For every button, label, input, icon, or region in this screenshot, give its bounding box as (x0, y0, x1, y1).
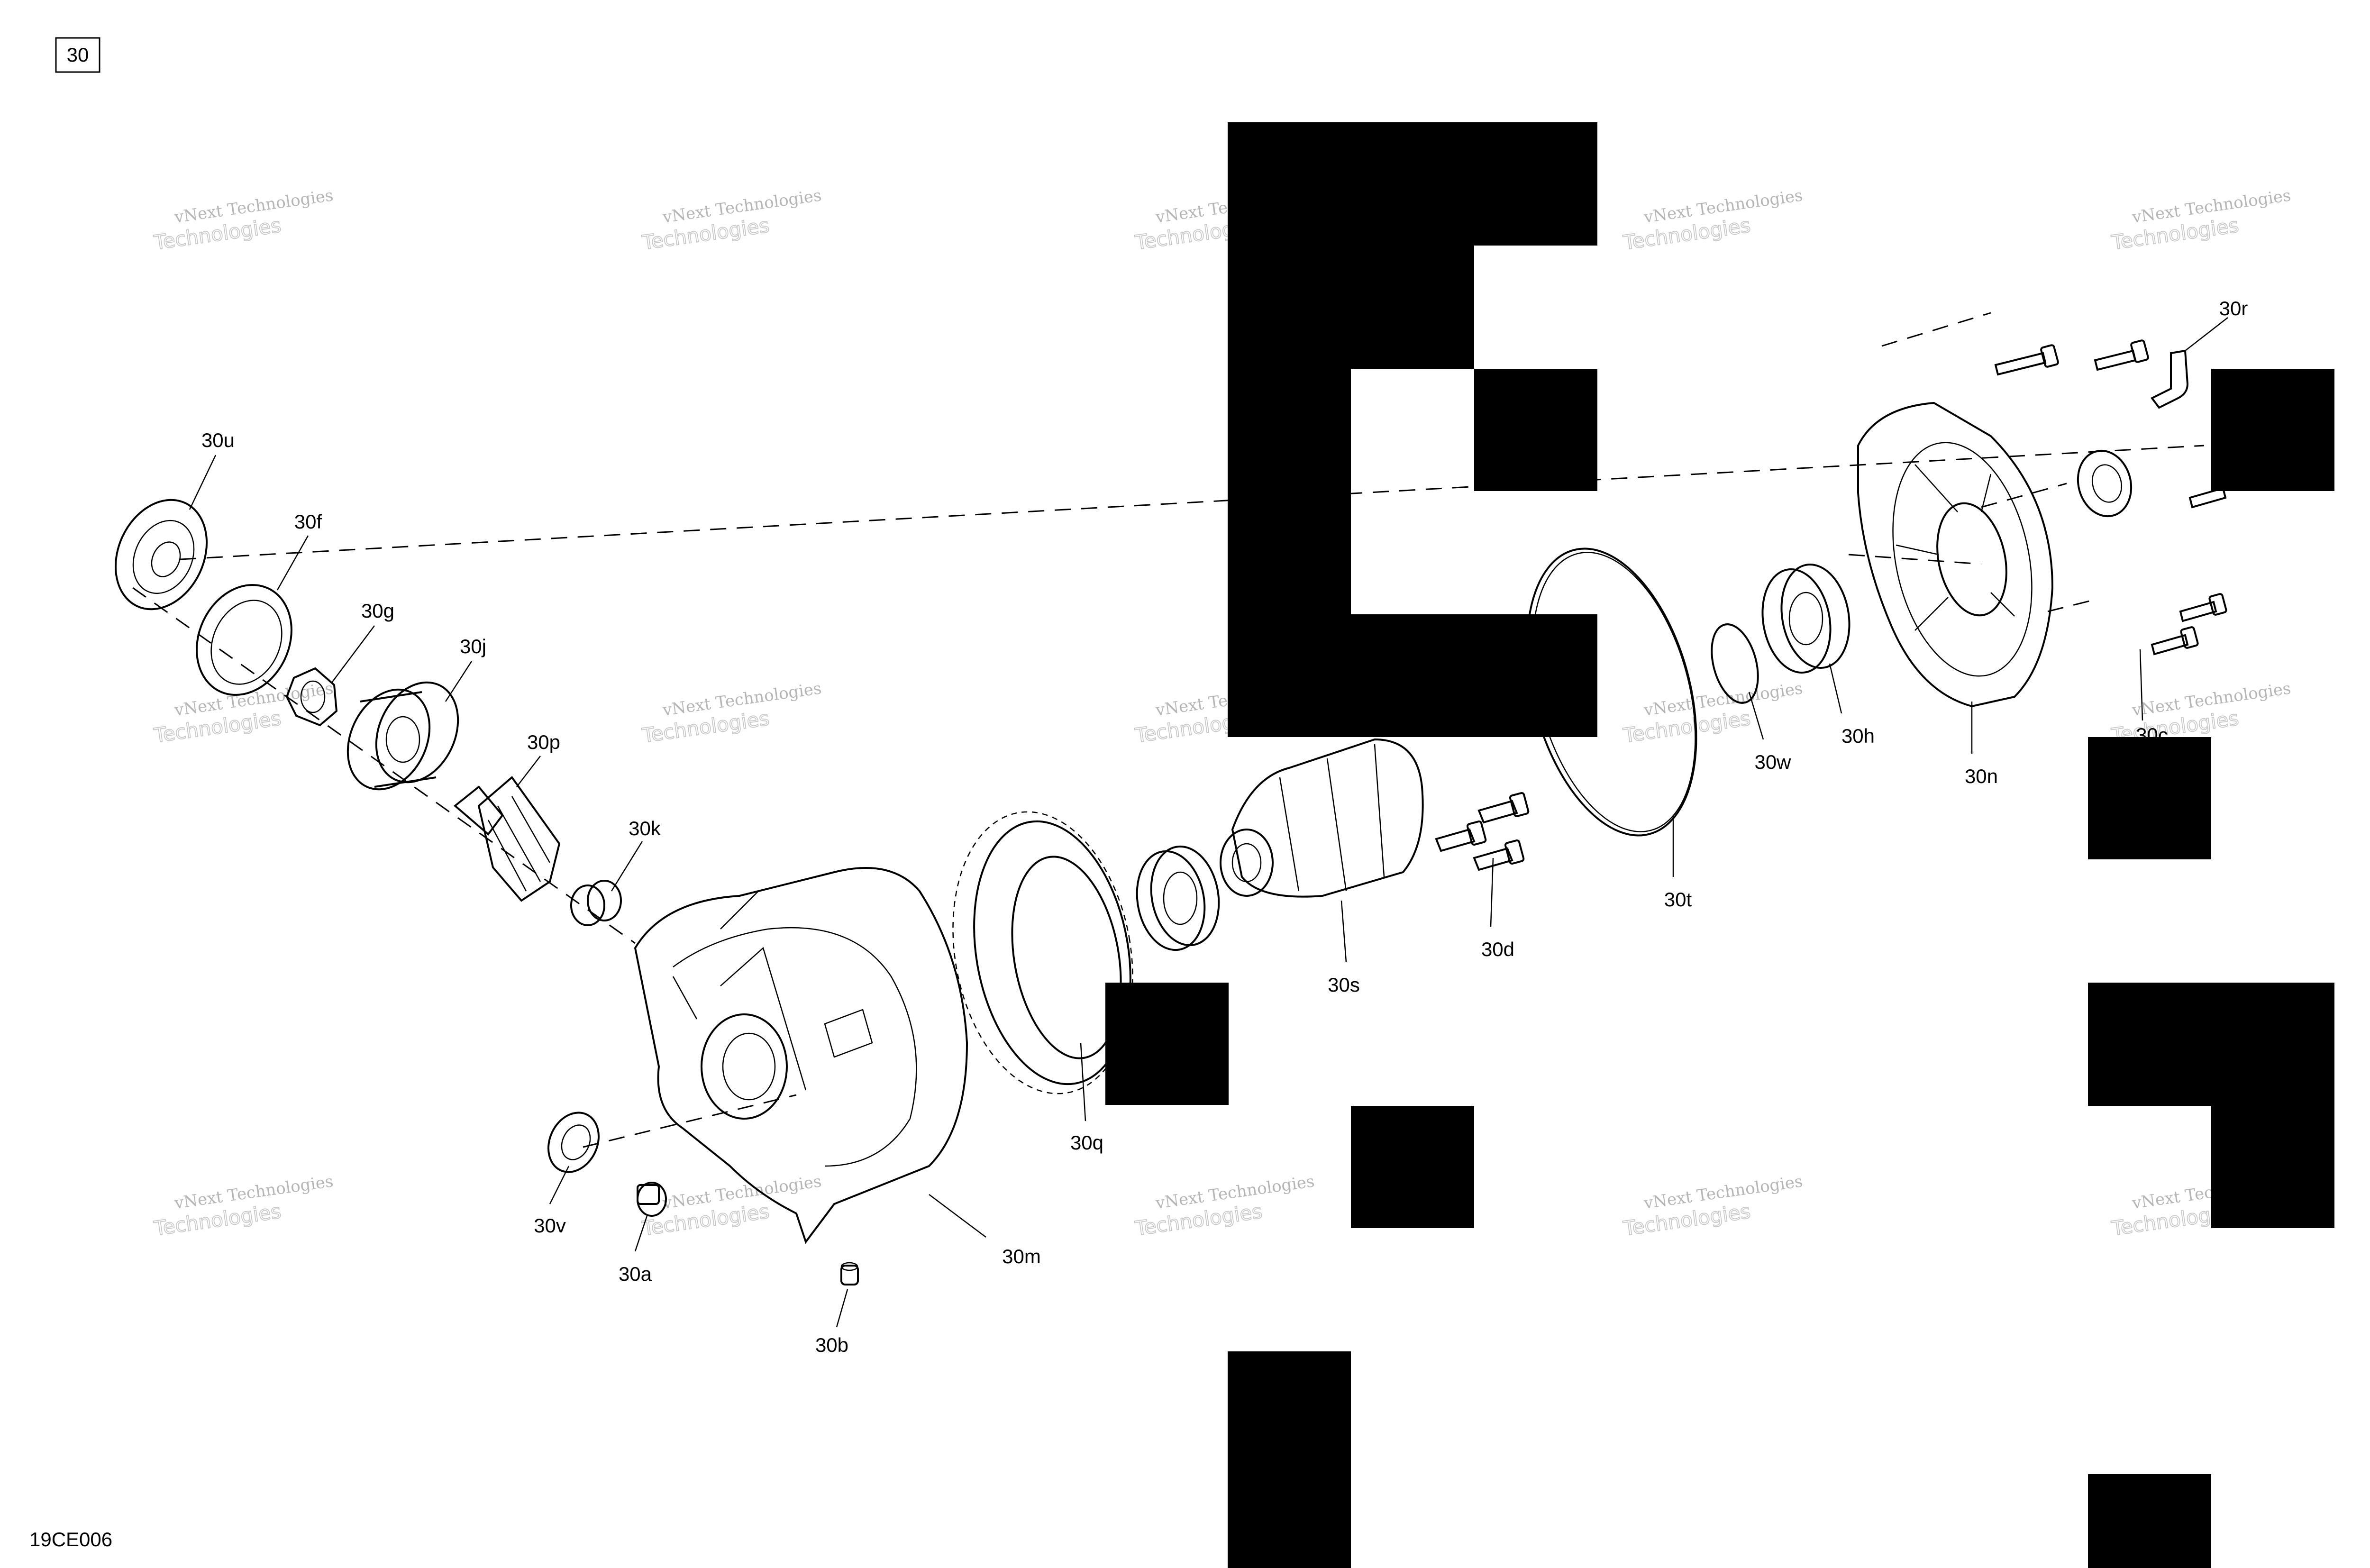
part-30u-seal (114, 499, 208, 611)
drawing-code: 19CE006 (29, 1528, 112, 1550)
callout-30v: 30v (534, 1214, 566, 1237)
redaction-block (1351, 1106, 1474, 1228)
callout-30u: 30u (201, 429, 235, 451)
redaction-blocks (1105, 122, 2334, 1568)
part-differential-bearing (1136, 845, 1220, 951)
part-30a-plug (637, 1182, 667, 1217)
redaction-block (2088, 1474, 2211, 1568)
part-30n-cover (1857, 401, 2054, 708)
callout-30d: 30d (1481, 938, 1514, 960)
redaction-block (2088, 983, 2334, 1228)
callout-30n: 30n (1965, 765, 1998, 787)
callout-30b: 30b (815, 1334, 848, 1356)
part-30h-bearing (1761, 563, 1850, 674)
callout-30a: 30a (619, 1263, 652, 1285)
part-30m-housing (634, 867, 968, 1244)
callout-30m: 30m (1002, 1245, 1041, 1267)
callout-30r: 30r (2219, 297, 2248, 319)
assembly-axis-lines (132, 312, 2205, 1148)
group-number: 30 (67, 44, 89, 66)
callout-30k: 30k (629, 817, 661, 839)
callout-30f: 30f (294, 511, 322, 533)
part-30c-bolts (1994, 339, 2227, 656)
part-30f-ring (196, 584, 292, 696)
callout-30g: 30g (361, 600, 394, 622)
callout-30w: 30w (1754, 751, 1791, 773)
part-30q-ring-gear (952, 811, 1133, 1094)
part-30d-bolts (1435, 792, 1530, 871)
group-number-box: 30 (55, 37, 100, 73)
part-30s-differential (1220, 738, 1424, 898)
part-30w-o-ring (1711, 623, 1759, 704)
redaction-block (1474, 369, 1597, 491)
part-30k-needle-bearing (570, 880, 622, 926)
part-cover-seal (2077, 449, 2133, 518)
part-30b-plug (840, 1262, 859, 1285)
callout-30j: 30j (460, 635, 486, 657)
callout-30s: 30s (1328, 974, 1360, 996)
redaction-block (2088, 737, 2211, 859)
callout-labels: 30u 30f 30g 30j 30p 30k 30q 30s 30d 30t … (201, 297, 2248, 1356)
part-30j-bearing (346, 681, 459, 791)
callout-30p: 30p (527, 731, 560, 753)
part-30r-fitting (2150, 349, 2189, 409)
callout-30q: 30q (1070, 1131, 1103, 1154)
redaction-block (1105, 983, 1229, 1105)
callout-30h: 30h (1841, 725, 1875, 747)
redaction-block (2211, 369, 2334, 491)
part-30v-seal (547, 1112, 600, 1173)
redaction-block (1228, 122, 1597, 737)
part-30g-nut (285, 667, 338, 727)
redaction-block (1228, 1351, 1351, 1568)
callout-30t: 30t (1664, 888, 1692, 911)
part-30p-pinion-gear (453, 776, 561, 902)
leader-lines (189, 317, 2228, 1328)
